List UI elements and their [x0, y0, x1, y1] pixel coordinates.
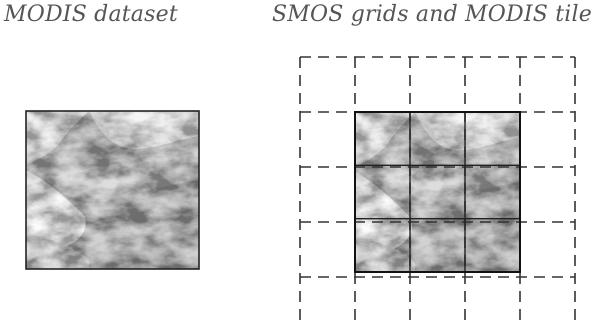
modis-tile-image — [26, 111, 199, 269]
smos-grids-caption: SMOS grids and MODIS tile — [272, 2, 592, 27]
smos-grid-lines — [299, 56, 576, 325]
modis-tile-border — [25, 110, 200, 270]
tile-inner-grid-lines — [355, 112, 520, 272]
smos-grid-panel — [299, 56, 576, 325]
modis-dataset-caption: MODIS dataset — [4, 2, 178, 27]
modis-tile-overlay-border — [354, 111, 521, 273]
modis-dataset-panel — [25, 110, 200, 270]
modis-tile-overlay-image — [355, 112, 520, 272]
